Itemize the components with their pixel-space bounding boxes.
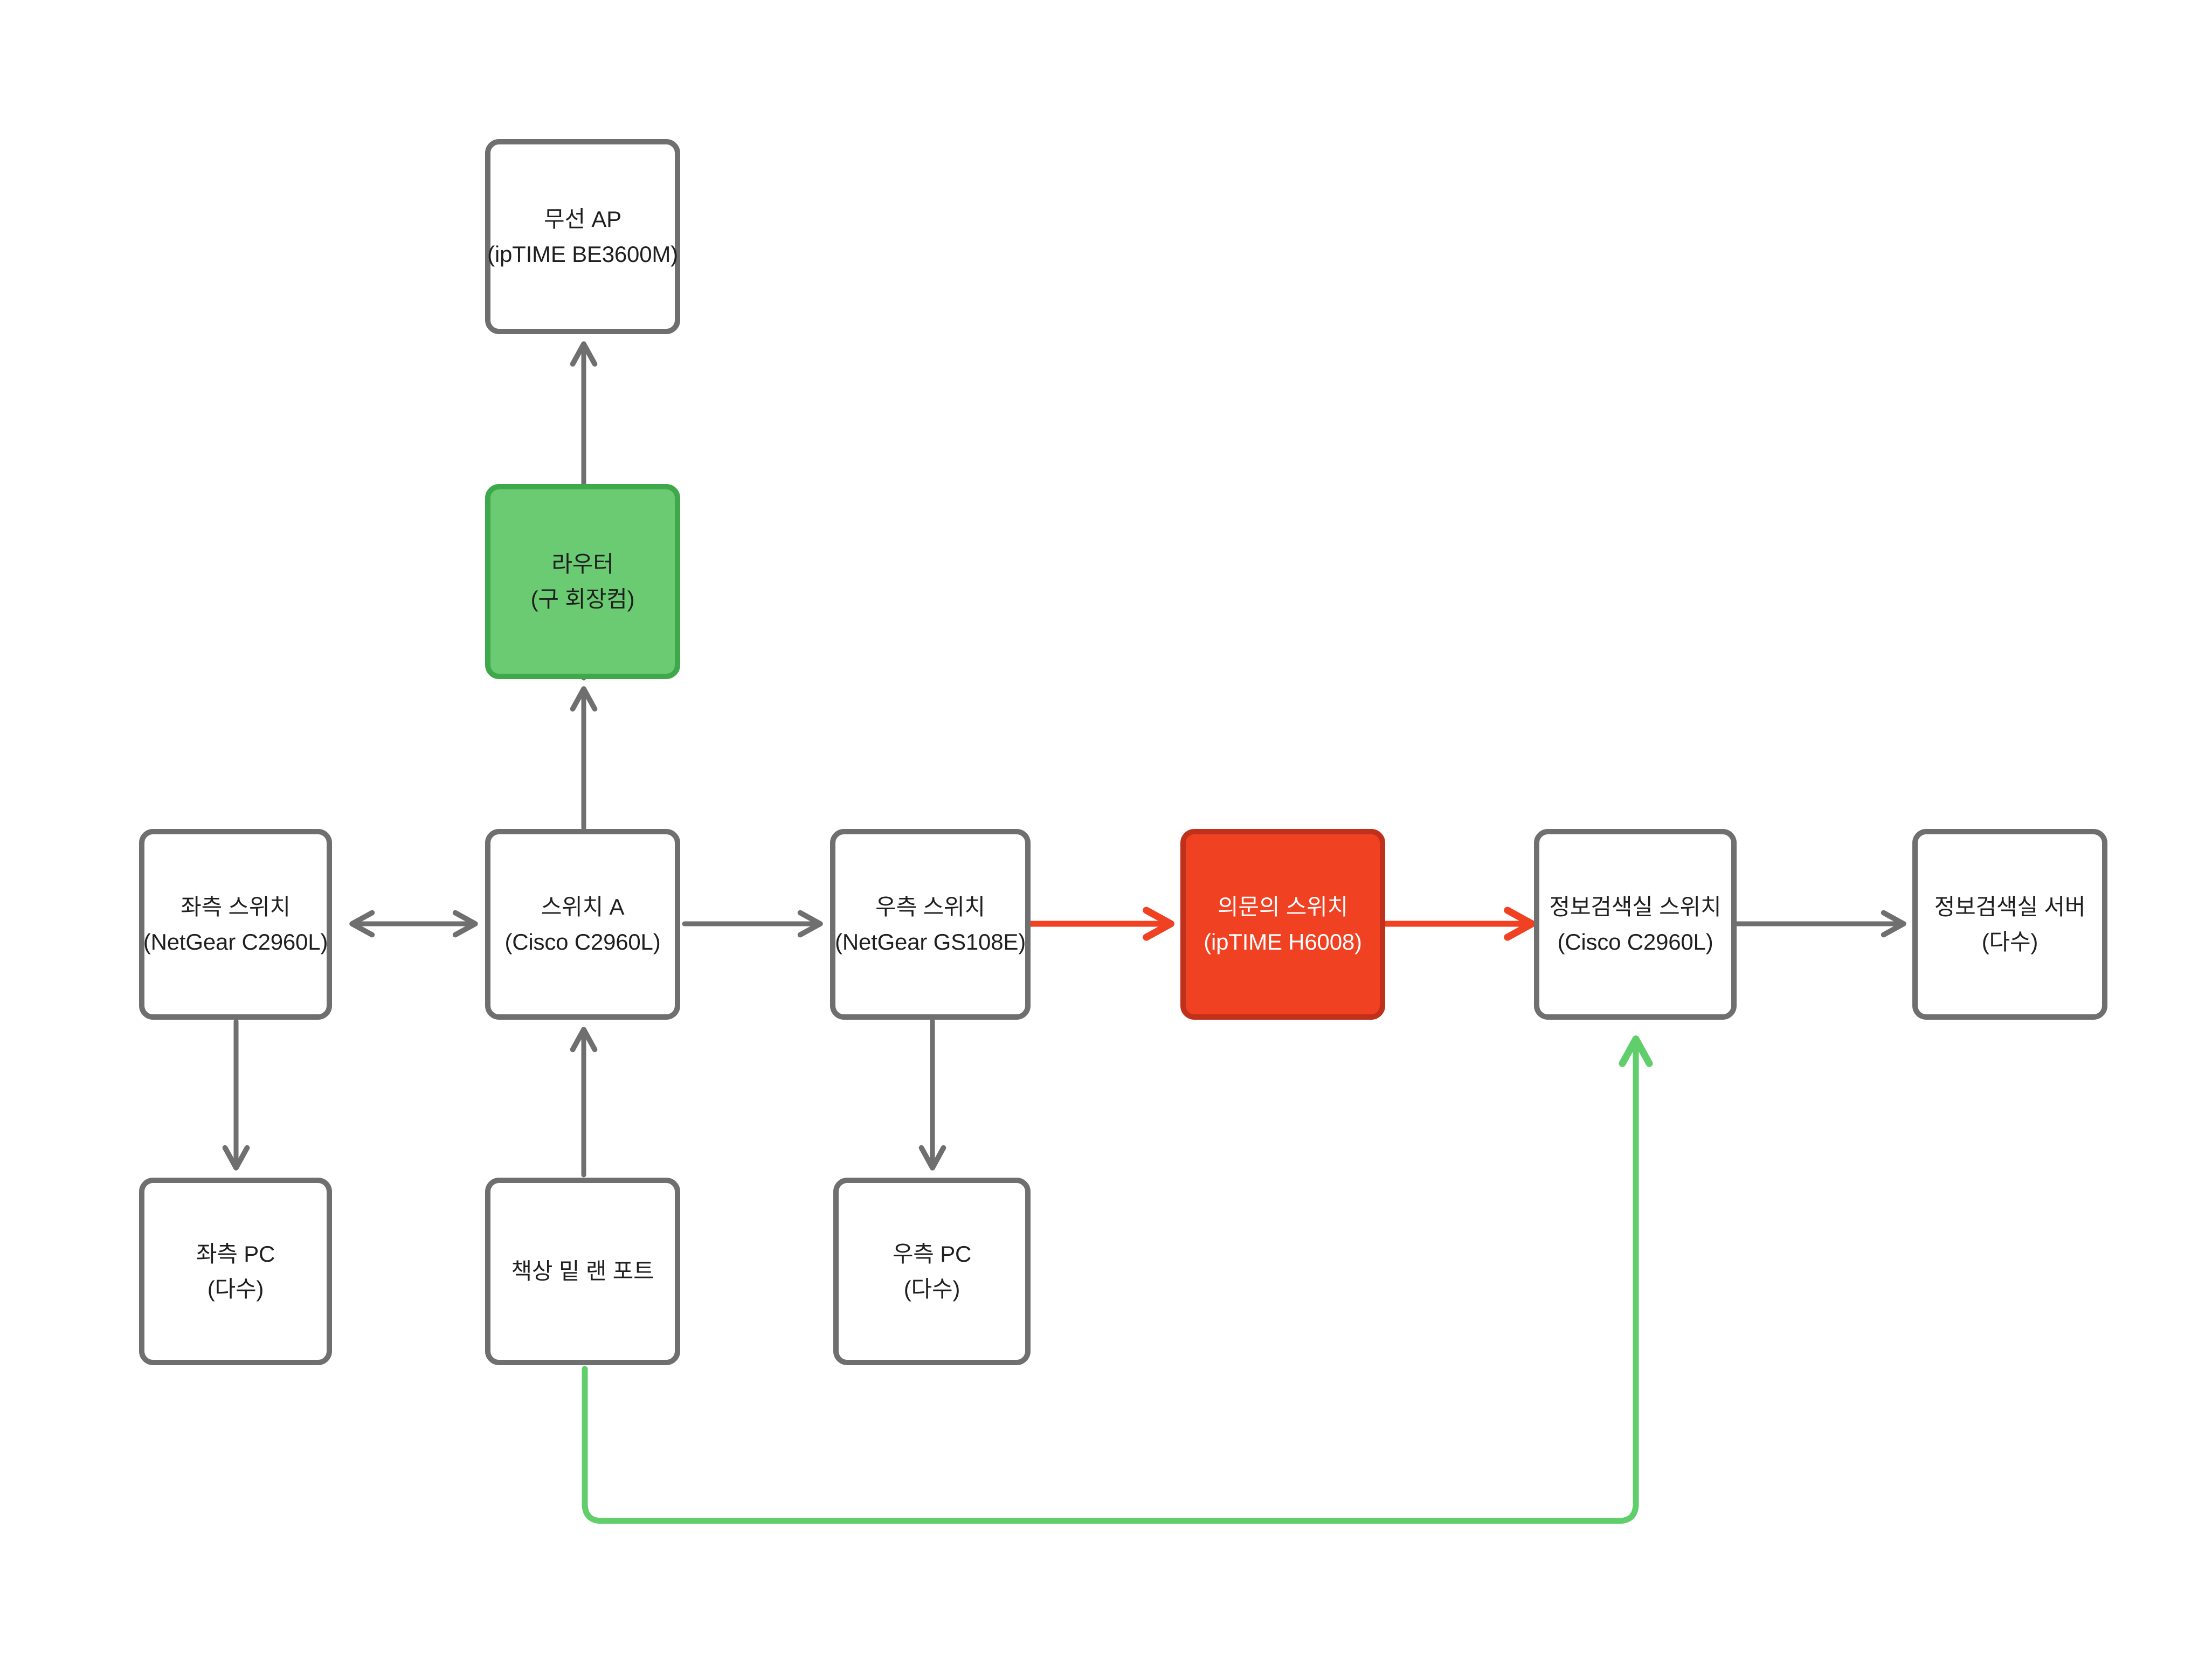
node-left-switch-line2: (NetGear C2960L) [143,929,328,954]
node-desk-lan-port[interactable]: 책상 밑 랜 포트 [485,1178,680,1365]
node-ap-line2: (ipTIME BE3600M) [487,241,678,267]
node-left-switch-line1: 좌측 스위치 [181,894,291,919]
node-suspect-switch-line1: 의문의 스위치 [1217,894,1349,919]
node-switch-a-line2: (Cisco C2960L) [504,929,661,954]
edge-desklan-to-infolabswitch [582,1035,1653,1524]
node-infolab-server[interactable]: 정보검색실 서버 (다수) [1912,829,2107,1020]
node-suspect-switch-line2: (ipTIME H6008) [1204,929,1362,954]
node-left-pc-line1: 좌측 PC [196,1241,275,1267]
node-right-pc-line1: 우측 PC [892,1241,972,1267]
node-router-line1: 라우터 [551,551,614,577]
node-router-line2: (구 회장컴) [530,586,635,612]
node-right-pc[interactable]: 우측 PC (다수) [833,1178,1031,1365]
node-right-pc-line2: (다수) [903,1276,960,1302]
node-desk-lan-port-line1: 책상 밑 랜 포트 [511,1258,654,1284]
node-infolab-switch-line2: (Cisco C2960L) [1557,929,1713,954]
node-router[interactable]: 라우터 (구 회장컴) [485,484,680,679]
node-right-switch[interactable]: 우측 스위치 (NetGear GS108E) [830,829,1031,1020]
node-left-switch[interactable]: 좌측 스위치 (NetGear C2960L) [139,829,332,1020]
node-infolab-switch[interactable]: 정보검색실 스위치 (Cisco C2960L) [1534,829,1737,1020]
node-switch-a[interactable]: 스위치 A (Cisco C2960L) [485,829,680,1020]
node-left-pc[interactable]: 좌측 PC (다수) [139,1178,332,1365]
node-ap-line1: 무선 AP [544,206,621,232]
node-left-pc-line2: (다수) [207,1276,264,1302]
node-right-switch-line2: (NetGear GS108E) [835,929,1026,954]
node-suspect-switch[interactable]: 의문의 스위치 (ipTIME H6008) [1180,829,1385,1020]
node-right-switch-line1: 우측 스위치 [875,894,985,919]
node-infolab-server-line2: (다수) [1981,929,2038,954]
node-switch-a-line1: 스위치 A [541,894,625,919]
node-infolab-server-line1: 정보검색실 서버 [1934,894,2086,919]
node-ap[interactable]: 무선 AP (ipTIME BE3600M) [485,139,680,334]
node-infolab-switch-line1: 정보검색실 스위치 [1549,894,1722,919]
